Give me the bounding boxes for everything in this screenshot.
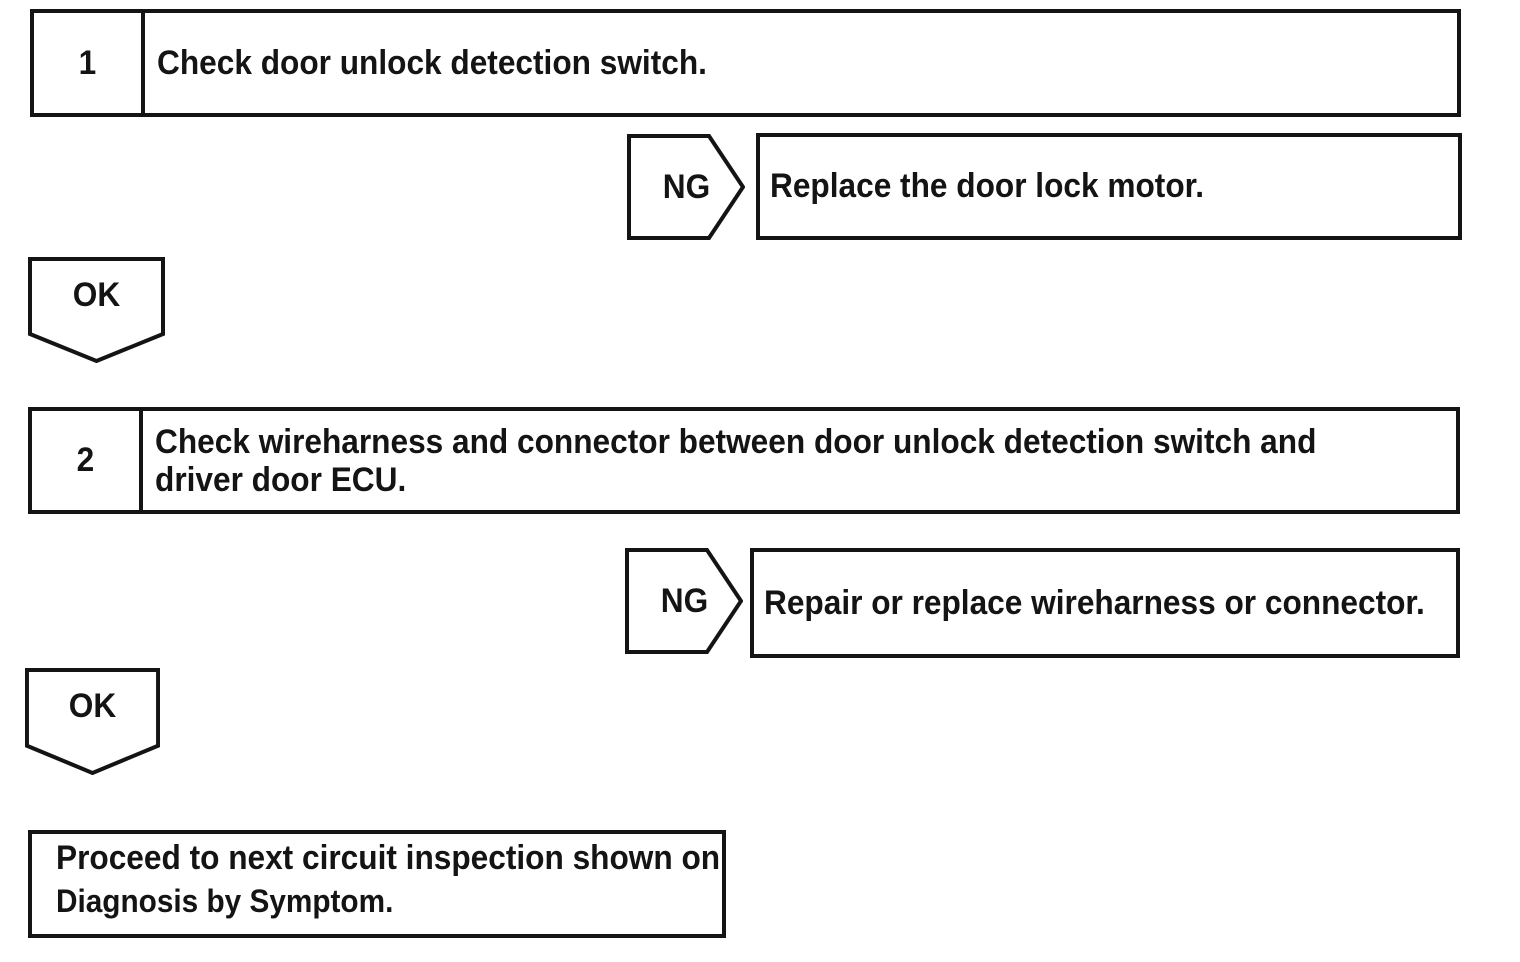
- ng-pentagon-icon: [627, 134, 745, 240]
- ok-connector-1: OK: [28, 257, 165, 363]
- step-2-instruction-line-2: driver door ECU.: [155, 460, 407, 499]
- step-2-number-cell: 2: [32, 411, 143, 510]
- ng-label-2: NG: [660, 581, 708, 620]
- step-1-instruction: Check door unlock detection switch.: [145, 13, 1457, 113]
- ok-label-1: OK: [72, 275, 121, 314]
- final-line-1: Proceed to next circuit inspection shown…: [56, 839, 721, 877]
- ok-pentagon-icon: [25, 668, 160, 775]
- ng-result-text-1: Replace the door lock motor.: [770, 167, 1204, 205]
- ng-pentagon-icon: [625, 548, 743, 654]
- step-2-box: 2 Check wireharness and connector betwee…: [28, 407, 1460, 514]
- ok-label-2: OK: [68, 687, 117, 725]
- ok-connector-2: OK: [25, 668, 160, 775]
- final-instruction-box: Proceed to next circuit inspection shown…: [28, 830, 726, 938]
- step-1-box: 1 Check door unlock detection switch.: [30, 9, 1461, 117]
- step-2-instruction: Check wireharness and connector between …: [143, 411, 1456, 510]
- ng-result-text-2: Repair or replace wireharness or connect…: [764, 583, 1425, 622]
- step-1-number-cell: 1: [34, 13, 145, 113]
- ng-result-box-2: Repair or replace wireharness or connect…: [750, 548, 1460, 658]
- ng-connector-1: NG: [627, 134, 745, 240]
- ng-result-box-1: Replace the door lock motor.: [756, 133, 1462, 240]
- ng-label-1: NG: [662, 167, 710, 206]
- ok-pentagon-icon: [28, 257, 165, 363]
- step-2-instruction-line-1: Check wireharness and connector between …: [155, 422, 1317, 461]
- final-line-2: Diagnosis by Symptom.: [56, 883, 394, 919]
- step-1-number: 1: [78, 43, 97, 82]
- step-2-number: 2: [76, 441, 95, 479]
- ng-connector-2: NG: [625, 548, 743, 654]
- step-1-instruction-line: Check door unlock detection switch.: [157, 44, 707, 82]
